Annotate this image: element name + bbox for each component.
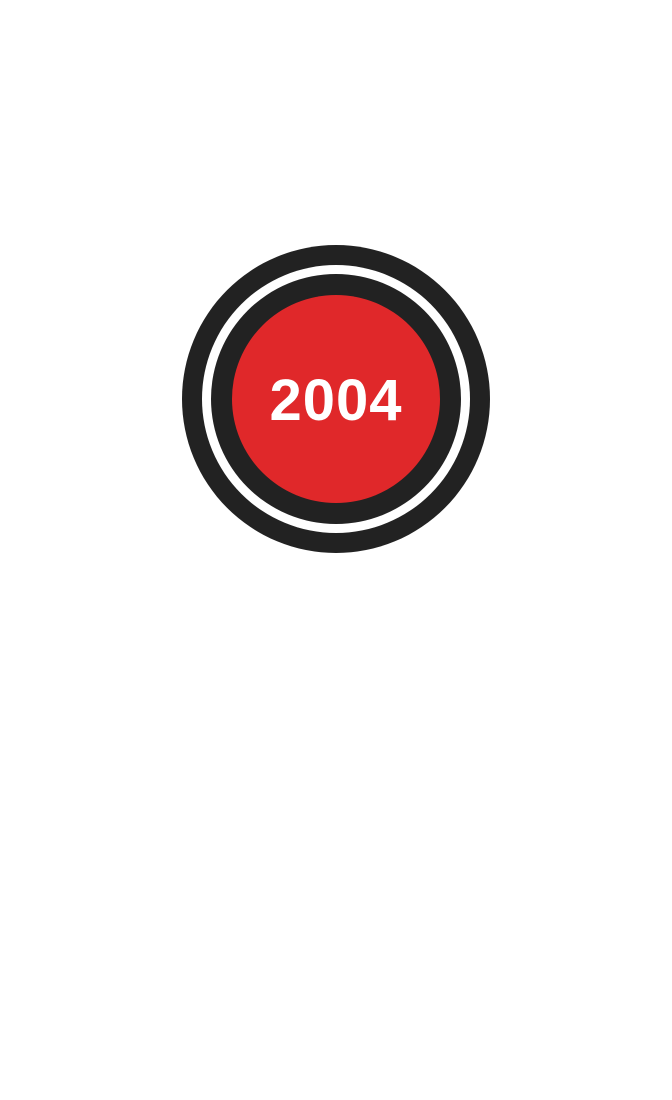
year-badge: 2004 <box>182 245 490 553</box>
year-circle: 2004 <box>232 295 440 503</box>
year-label: 2004 <box>269 368 403 433</box>
